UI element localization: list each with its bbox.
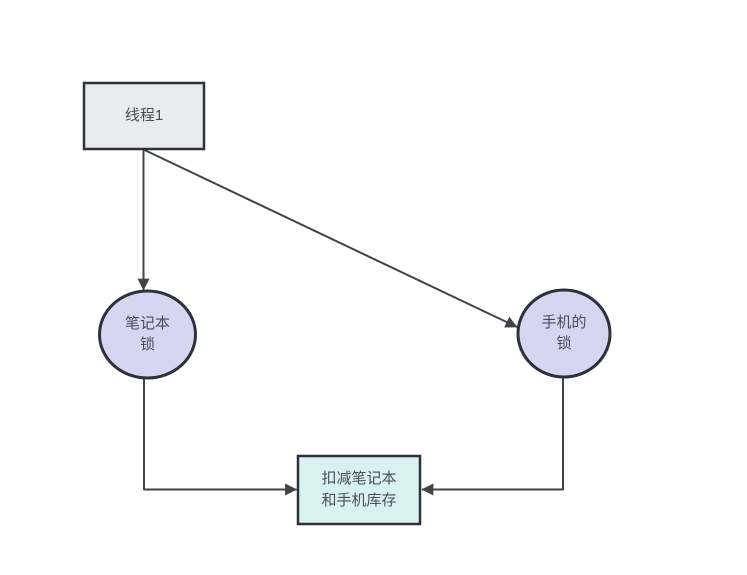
edge-phone-lock-to-deduct	[421, 377, 564, 496]
edge-thread1-to-phone-lock	[144, 149, 518, 328]
node-thread1-label: 线程1	[125, 107, 163, 124]
node-notebook-lock: 笔记本 锁	[98, 289, 197, 380]
node-phone-lock: 手机的 锁	[516, 288, 612, 379]
node-phone-lock-label-line2: 锁	[556, 335, 571, 352]
node-deduct-inventory-label-line1: 扣减笔记本	[321, 470, 396, 487]
node-deduct-inventory-box	[296, 454, 422, 526]
node-notebook-lock-label-line1: 笔记本	[125, 315, 170, 332]
node-deduct-inventory: 扣减笔记本 和手机库存	[296, 454, 422, 526]
node-notebook-lock-circle	[98, 289, 197, 380]
node-notebook-lock-label-line2: 锁	[140, 336, 155, 353]
edge-group	[137, 149, 564, 496]
node-thread1-box	[82, 81, 206, 151]
node-phone-lock-label-line1: 手机的	[541, 314, 586, 331]
node-deduct-inventory-label-line2: 和手机库存	[321, 492, 396, 509]
edge-notebook-lock-to-deduct	[143, 377, 298, 496]
node-phone-lock-circle	[516, 288, 612, 379]
node-thread1: 线程1	[82, 81, 206, 151]
